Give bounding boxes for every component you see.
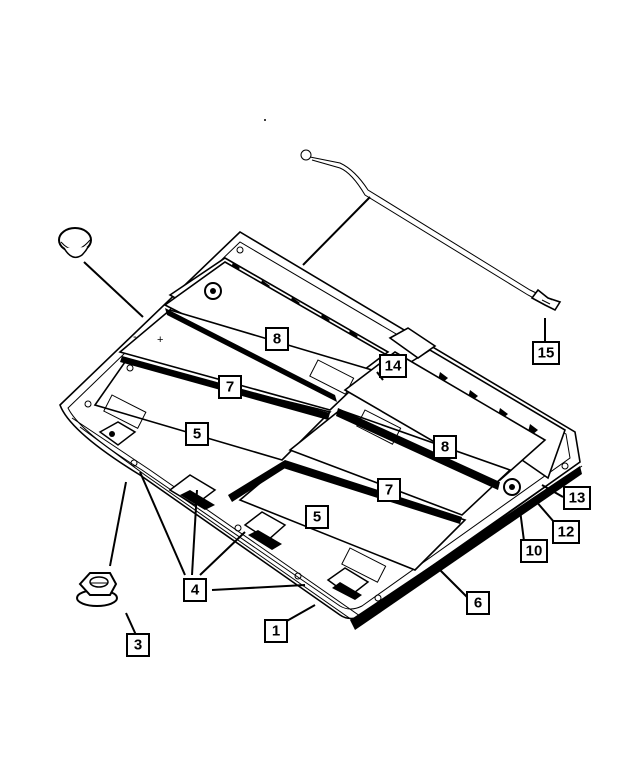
- callout-3: 3: [126, 633, 150, 657]
- svg-text:8: 8: [441, 439, 449, 456]
- strap-15: [300, 149, 562, 312]
- svg-text:7: 7: [385, 482, 393, 499]
- svg-text:10: 10: [526, 543, 543, 560]
- nut-icon: [76, 572, 118, 607]
- svg-text:3: 3: [134, 637, 142, 654]
- push-pin-icon: [58, 227, 92, 259]
- svg-text:15: 15: [538, 345, 555, 362]
- leader-lines: [83, 196, 564, 636]
- hinge-front: [326, 567, 370, 600]
- callout-8-left: 8: [265, 327, 289, 351]
- callout-15: 15: [532, 341, 560, 365]
- hinge-left: [98, 421, 137, 446]
- callout-5-left: 5: [185, 422, 209, 446]
- svg-text:5: 5: [193, 426, 201, 443]
- callout-13: 13: [563, 486, 591, 510]
- callout-8-right: 8: [433, 435, 457, 459]
- stray-dot: [264, 119, 266, 121]
- callout-7-right: 7: [377, 478, 401, 502]
- load-floor-assembly: + -: [59, 231, 583, 630]
- plus-mark: +: [157, 334, 163, 346]
- hinge-center-1: [168, 474, 217, 510]
- callout-7-left: 7: [218, 375, 242, 399]
- svg-text:1: 1: [272, 623, 280, 640]
- callout-5-right: 5: [305, 505, 329, 529]
- svg-text:7: 7: [226, 379, 234, 396]
- minus-mark: -: [133, 331, 137, 343]
- callout-10: 10: [520, 539, 548, 563]
- svg-text:5: 5: [313, 509, 321, 526]
- callout-4: 4: [183, 578, 207, 602]
- callout-6: 6: [466, 591, 490, 615]
- svg-text:8: 8: [273, 331, 281, 348]
- callout-12: 12: [552, 520, 580, 544]
- callout-14: 14: [379, 354, 407, 378]
- svg-text:6: 6: [474, 595, 482, 612]
- hinge-center-2: [243, 511, 287, 550]
- svg-text:14: 14: [385, 358, 402, 375]
- svg-text:13: 13: [569, 490, 586, 507]
- svg-text:12: 12: [558, 524, 575, 541]
- panel-7-right: [288, 409, 512, 516]
- svg-text:4: 4: [191, 582, 200, 599]
- panel-5-left: [93, 361, 332, 461]
- callout-1: 1: [264, 619, 288, 643]
